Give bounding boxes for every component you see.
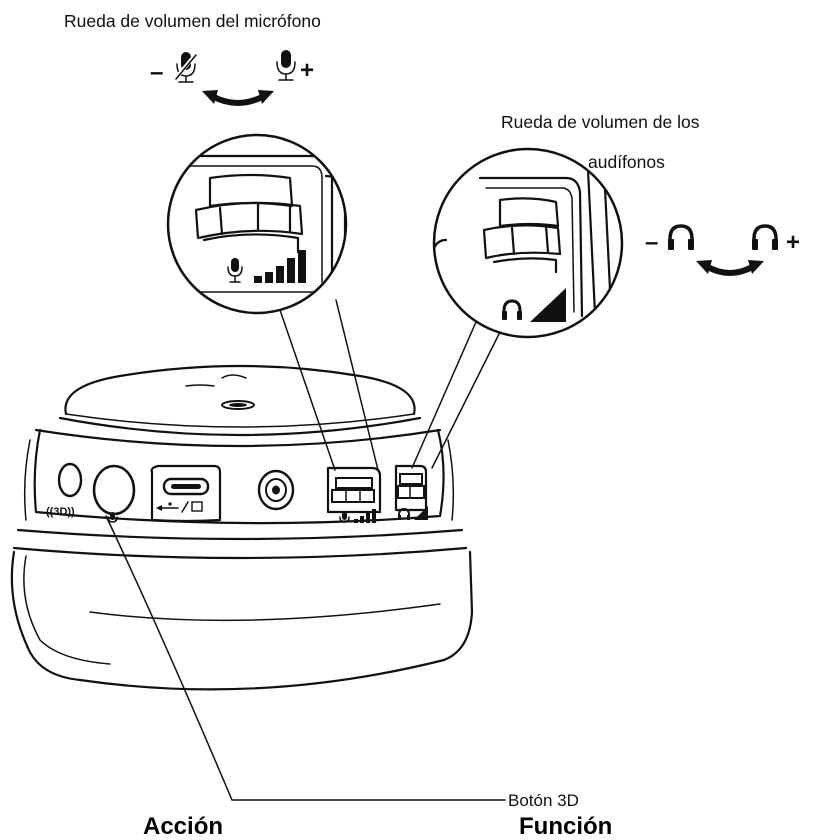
usb-c-icon [156,501,203,513]
headphone-wheel-label-line2: audífonos [588,152,665,172]
double-arrow-icon [202,90,274,106]
button-3d-label: Botón 3D [508,791,579,810]
volume-bars-icon [254,250,306,283]
function-column-header: Función [519,813,612,840]
volume-bars-icon [414,506,428,520]
headphone-plus-sign: + [786,229,800,256]
mic-wheel-label: Rueda de volumen del micrófono [64,11,321,31]
microphone-icon [276,50,296,81]
action-column-header: Acción [143,813,223,840]
mic-wheel-magnifier [166,133,348,315]
headphone-minus-sign: – [645,229,658,256]
microphone-icon [339,512,350,523]
double-arrow-icon [696,260,764,276]
volume-bars-icon [530,288,566,322]
port-3d-label: ((3D)) [46,506,75,518]
port-3d-button: ((3D)) [46,462,83,518]
headphone-wheel-magnifier [432,147,624,339]
mic-volume-legend: – + [150,50,314,106]
mic-volume-wheel[interactable] [326,466,382,523]
port-mic-button [92,464,136,523]
headphone-icon [502,299,522,320]
microphone-muted-icon [174,52,198,83]
headphone-icon [752,224,778,250]
headphone-volume-wheel[interactable] [394,464,428,520]
headphone-icon [398,507,410,520]
mic-minus-sign: – [150,59,163,86]
port-headphone-jack [257,469,295,511]
mic-plus-sign: + [300,57,314,84]
headphone-volume-legend: – + [645,224,800,276]
volume-bars-icon [354,509,376,523]
headphone-wheel-label-line1: Rueda de volumen de los [501,112,700,132]
port-usb-c [150,464,222,523]
headphone-icon [668,224,694,250]
button-3d-leader-line [105,515,506,801]
headset-earcup [10,364,474,691]
microphone-icon [227,258,243,283]
